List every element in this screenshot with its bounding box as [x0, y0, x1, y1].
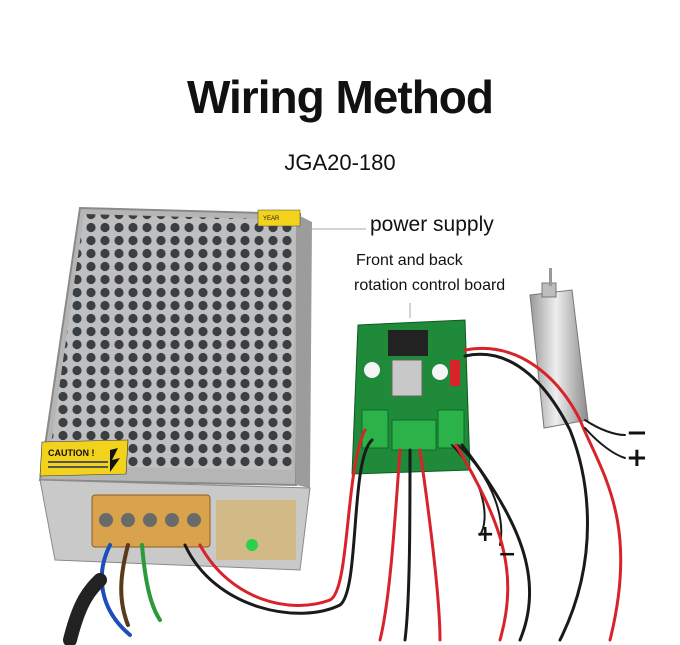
heatsink	[391, 359, 423, 397]
caution-sticker	[39, 439, 129, 477]
power-supply-unit: YEAR CAUTION !	[38, 206, 312, 571]
motor-plus-sign: +	[626, 443, 648, 473]
dc-wires	[183, 347, 626, 642]
power-supply-label: power supply	[370, 213, 494, 236]
motor-minus-sign: −	[626, 418, 648, 448]
year-sticker	[257, 209, 301, 227]
ac-input-wires	[63, 543, 162, 645]
terminal-center	[391, 419, 437, 451]
terminal-left	[361, 409, 389, 449]
supply-minus-sign: −	[498, 542, 517, 567]
svg-text:YEAR: YEAR	[263, 216, 280, 222]
board-label-line2: rotation control board	[354, 277, 506, 294]
board-label-line1: Front and back	[356, 252, 463, 269]
svg-text:CAUTION !: CAUTION !	[48, 448, 95, 458]
model-number: JGA20-180	[284, 150, 396, 175]
supply-plus-sign: +	[476, 522, 495, 547]
ic-chip	[388, 330, 428, 356]
page-title: Wiring Method	[187, 71, 494, 123]
terminal-right	[437, 409, 465, 449]
led-indicator	[246, 539, 258, 551]
gear-motor	[529, 268, 589, 429]
